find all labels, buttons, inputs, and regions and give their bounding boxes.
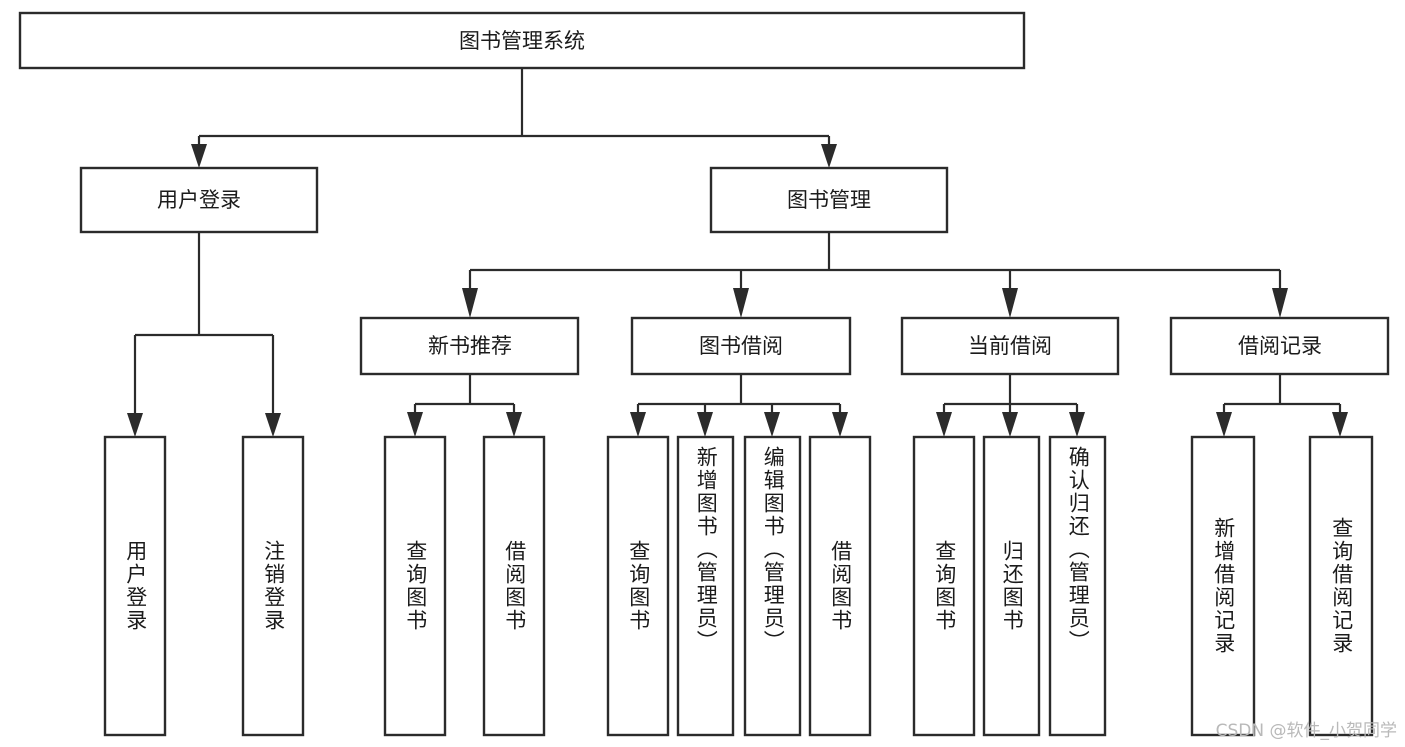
arrow-to-leaf-add-book (697, 412, 713, 437)
leaf-box-borrow-book-1[interactable] (482, 435, 546, 737)
leaf-box-borrow-book-2[interactable] (808, 435, 872, 737)
arrow-to-book-borrow (733, 288, 749, 318)
node-book-manage-box[interactable] (709, 166, 949, 234)
node-book-manage-label: 图书管理 (787, 188, 871, 212)
arrow-to-leaf-add-record (1216, 412, 1232, 437)
leaf-box-confirm-return[interactable] (1048, 435, 1107, 737)
arrow-to-leaf-query-book-2 (630, 412, 646, 437)
node-user-login-label: 用户登录 (157, 188, 241, 212)
node-root-label: 图书管理系统 (459, 29, 585, 53)
node-current-borrow[interactable]: 当前借阅 (900, 316, 1120, 376)
arrow-to-leaf-borrow-book-1 (506, 412, 522, 437)
node-book-borrow-box[interactable] (630, 316, 852, 376)
node-new-book-recommend[interactable]: 新书推荐 (359, 316, 580, 376)
connector-root-trunk (197, 68, 831, 152)
arrow-to-leaf-edit-book (764, 412, 780, 437)
node-new-book-recommend-box[interactable] (359, 316, 580, 376)
arrow-to-leaf-query-record (1332, 412, 1348, 437)
connectors-layer (127, 68, 1348, 437)
node-root-box[interactable] (18, 11, 1026, 70)
arrow-to-leaf-query-book-1 (407, 412, 423, 437)
leaf-box-edit-book[interactable] (743, 435, 802, 737)
node-borrow-record-box[interactable] (1169, 316, 1390, 376)
leaf-box-logout[interactable] (241, 435, 305, 737)
node-book-manage[interactable]: 图书管理 (709, 166, 949, 234)
arrow-to-leaf-logout (265, 413, 281, 437)
leaf-boxes-layer (103, 435, 1374, 737)
arrow-to-leaf-return-book (1002, 412, 1018, 437)
arrow-to-current-borrow (1002, 288, 1018, 318)
leaf-box-return-book[interactable] (982, 435, 1041, 737)
node-new-book-recommend-label: 新书推荐 (428, 334, 512, 358)
leaf-box-query-book-2[interactable] (606, 435, 670, 737)
arrow-to-leaf-user-login (127, 413, 143, 437)
arrow-to-book-manage (821, 144, 837, 168)
leaf-box-add-book[interactable] (676, 435, 735, 737)
connector-book-borrow-trunk (636, 374, 842, 419)
node-user-login-box[interactable] (79, 166, 319, 234)
connector-borrow-record-trunk (1222, 374, 1342, 419)
node-book-borrow-label: 图书借阅 (699, 334, 783, 358)
arrow-to-borrow-record (1272, 288, 1288, 318)
node-current-borrow-box[interactable] (900, 316, 1120, 376)
leaf-box-user-login[interactable] (103, 435, 167, 737)
connector-book-manage-trunk (468, 232, 1282, 290)
node-borrow-record[interactable]: 借阅记录 (1169, 316, 1390, 376)
node-borrow-record-label: 借阅记录 (1238, 334, 1322, 358)
arrow-to-leaf-query-book-3 (936, 412, 952, 437)
node-root[interactable]: 图书管理系统 (18, 11, 1026, 70)
connector-user-login-trunk (133, 232, 275, 421)
leaf-box-add-record[interactable] (1190, 435, 1256, 737)
connector-new-book-recommend-trunk (413, 374, 516, 419)
connector-current-borrow-trunk (942, 374, 1079, 419)
node-book-borrow[interactable]: 图书借阅 (630, 316, 852, 376)
leaf-box-query-book-1[interactable] (383, 435, 447, 737)
node-user-login[interactable]: 用户登录 (79, 166, 319, 234)
arrow-to-new-book-recommend (462, 288, 478, 318)
arrow-to-user-login (191, 144, 207, 168)
leaf-box-query-record[interactable] (1308, 435, 1374, 737)
leaf-box-query-book-3[interactable] (912, 435, 976, 737)
node-current-borrow-label: 当前借阅 (968, 334, 1052, 358)
arrow-to-leaf-borrow-book-2 (832, 412, 848, 437)
arrow-to-leaf-confirm-return (1069, 412, 1085, 437)
